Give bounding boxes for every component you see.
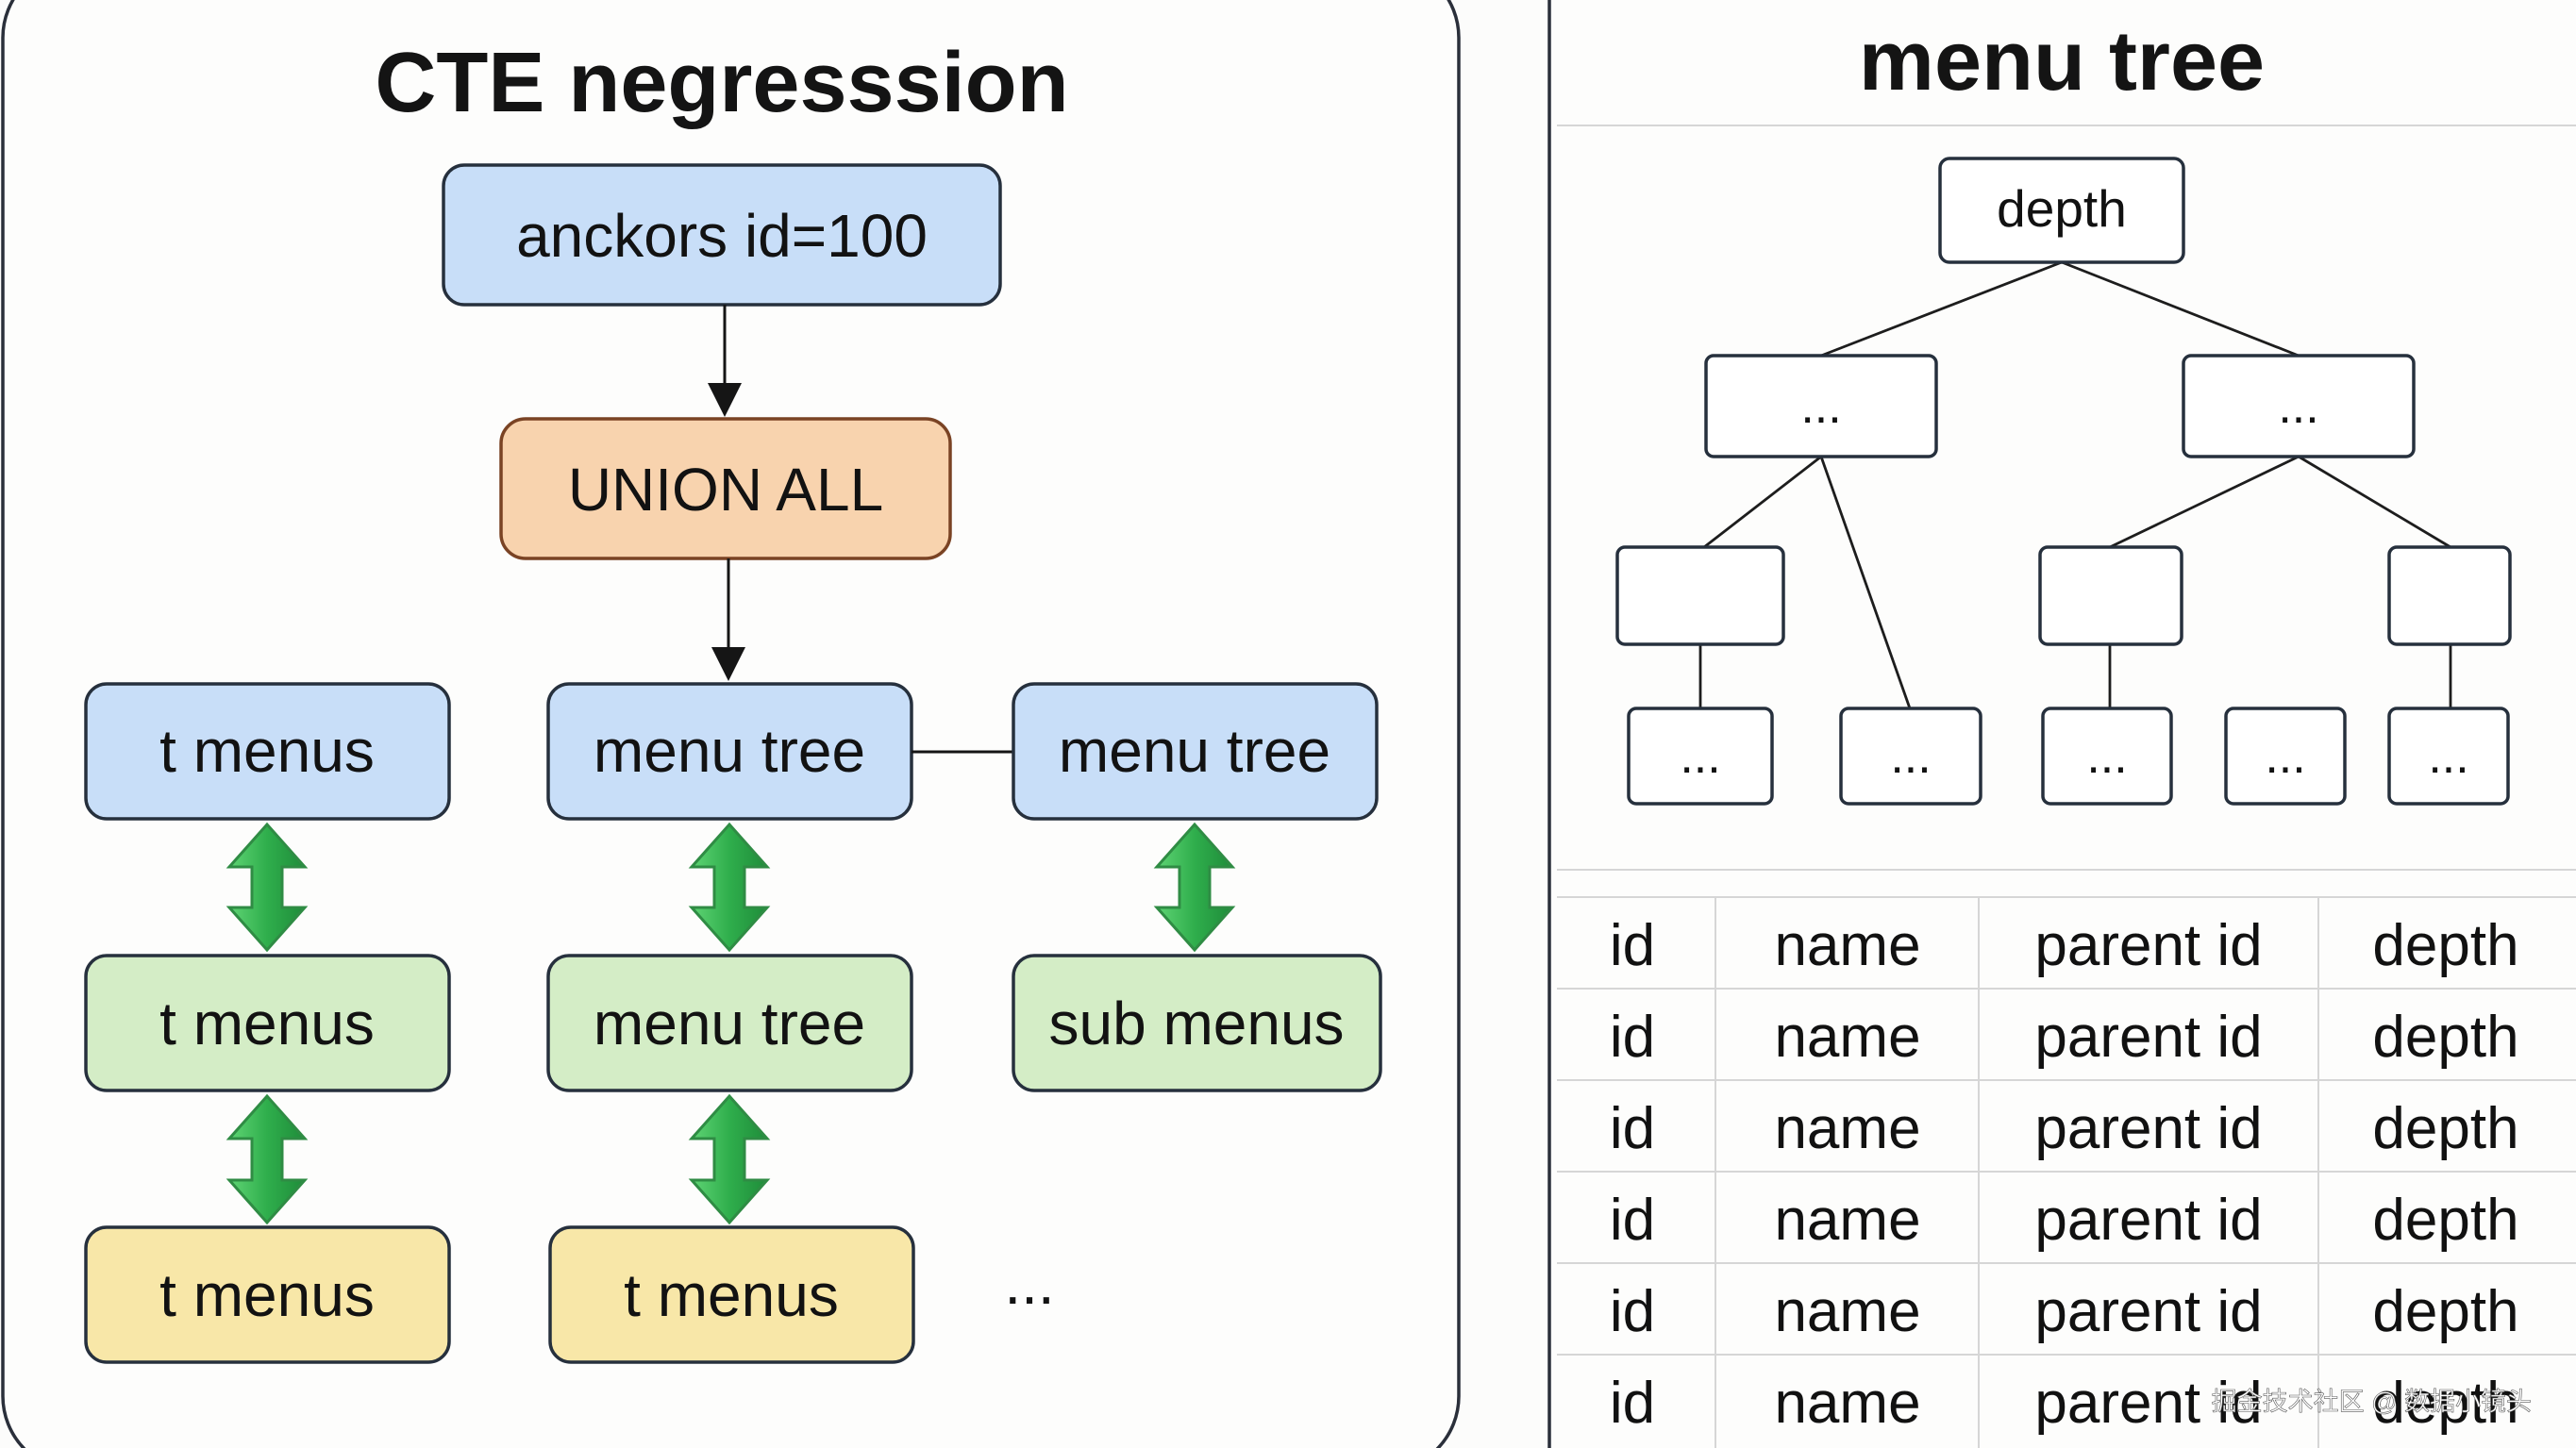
table-cell: name [1774, 1371, 1920, 1436]
tree-level1-label-1: ... [1800, 379, 1841, 434]
anchor-box [442, 163, 1002, 307]
table-header-cell: parent id [2034, 913, 2262, 978]
double-arrow-3a [1153, 822, 1236, 953]
row1-label-2: menu tree [594, 717, 865, 785]
row1-label-1: t menus [159, 717, 375, 785]
double-arrow-2a [688, 822, 771, 953]
tree-level1-label-2: ... [2278, 379, 2318, 434]
table-cell: parent id [2034, 1371, 2262, 1436]
table-cell: depth [2372, 1005, 2518, 1070]
table-cell: id [1610, 1279, 1655, 1344]
union-all-box [499, 417, 952, 560]
row2-label-3: sub menus [1048, 990, 1344, 1057]
tree-edge-r-1 [2109, 455, 2300, 549]
tree-level2-node-3 [2387, 545, 2512, 646]
row1-box-3 [1012, 682, 1379, 821]
table-cell: id [1610, 1005, 1655, 1070]
row3-label-1: t menus [159, 1261, 375, 1329]
row2-label-1: t menus [159, 990, 375, 1057]
table-cell: name [1774, 1279, 1920, 1344]
tree-leaf-label-4: ... [2265, 729, 2305, 784]
tree-leaf-4 [2224, 707, 2347, 806]
union-to-tree-arrowhead [711, 647, 745, 681]
table-cell: depth [2372, 1188, 2518, 1253]
table-cell: id [1610, 1371, 1655, 1436]
table-cell: id [1610, 1096, 1655, 1161]
tree-level2-node-1 [1615, 545, 1785, 646]
table-cell: name [1774, 1005, 1920, 1070]
menu-table: id name parent id depth id name parent id depth… [1610, 913, 2519, 1436]
tree-edge-root-r [2061, 260, 2300, 358]
table-header-cell: id [1610, 913, 1655, 978]
tree-level2-node-2 [2038, 545, 2183, 646]
row1-label-3: menu tree [1059, 717, 1330, 785]
left-panel-title: CTE negresssion [375, 36, 1068, 130]
tree-edge-root-l [1820, 260, 2063, 358]
tree-level1-node-1 [1704, 354, 1938, 458]
row2-label-2: menu tree [594, 990, 865, 1057]
row3-ellipsis: ... [1004, 1249, 1054, 1317]
row2-box-1 [84, 954, 451, 1092]
watermark: 掘金技术社区 @ 数据小镜头 [2212, 1388, 2532, 1416]
row3-box-2 [548, 1225, 915, 1364]
row2-box-2 [546, 954, 913, 1092]
table-cell: depth [2372, 1279, 2518, 1344]
table-cell: parent id [2034, 1279, 2262, 1344]
table-cell: parent id [2034, 1096, 2262, 1161]
union-all-label: UNION ALL [568, 456, 883, 524]
tree-edge-l-1 [1703, 455, 1822, 549]
table-cell: depth [2372, 1096, 2518, 1161]
tree-leaf-3 [2041, 707, 2173, 806]
row2-box-3 [1012, 954, 1382, 1092]
table-cell: id [1610, 1188, 1655, 1253]
table-header-cell: name [1774, 913, 1920, 978]
row3-label-2: t menus [624, 1261, 839, 1329]
tree-edge-r-2 [2298, 455, 2451, 549]
tree-root-node [1938, 157, 2185, 264]
tree-edge-l-2 [1819, 456, 1912, 709]
right-panel-title: menu tree [1859, 14, 2265, 108]
row1-box-1 [84, 682, 451, 821]
tree-leaf-2 [1839, 707, 1982, 806]
double-arrow-1b [226, 1093, 309, 1225]
anchor-to-union-arrowhead [708, 383, 742, 417]
table-header-cell: depth [2372, 913, 2518, 978]
tree-leaf-5 [2387, 707, 2510, 806]
table-cell: parent id [2034, 1005, 2262, 1070]
row3-box-1 [84, 1225, 451, 1364]
tree-level1-node-2 [2182, 354, 2416, 458]
tree-root-label: depth [1997, 179, 2127, 238]
anchor-label: anckors id=100 [516, 202, 928, 270]
table-cell: name [1774, 1096, 1920, 1161]
tree-leaf-label-3: ... [2086, 729, 2127, 784]
double-arrow-2b [688, 1093, 771, 1225]
table-cell: depth [2372, 1371, 2518, 1436]
table-cell: parent id [2034, 1188, 2262, 1253]
tree-leaf-label-1: ... [1680, 729, 1720, 784]
tree-leaf-1 [1627, 707, 1774, 806]
tree-leaf-label-2: ... [1890, 729, 1931, 784]
table-cell: name [1774, 1188, 1920, 1253]
tree-leaf-label-5: ... [2428, 729, 2468, 784]
double-arrow-1a [226, 822, 309, 953]
